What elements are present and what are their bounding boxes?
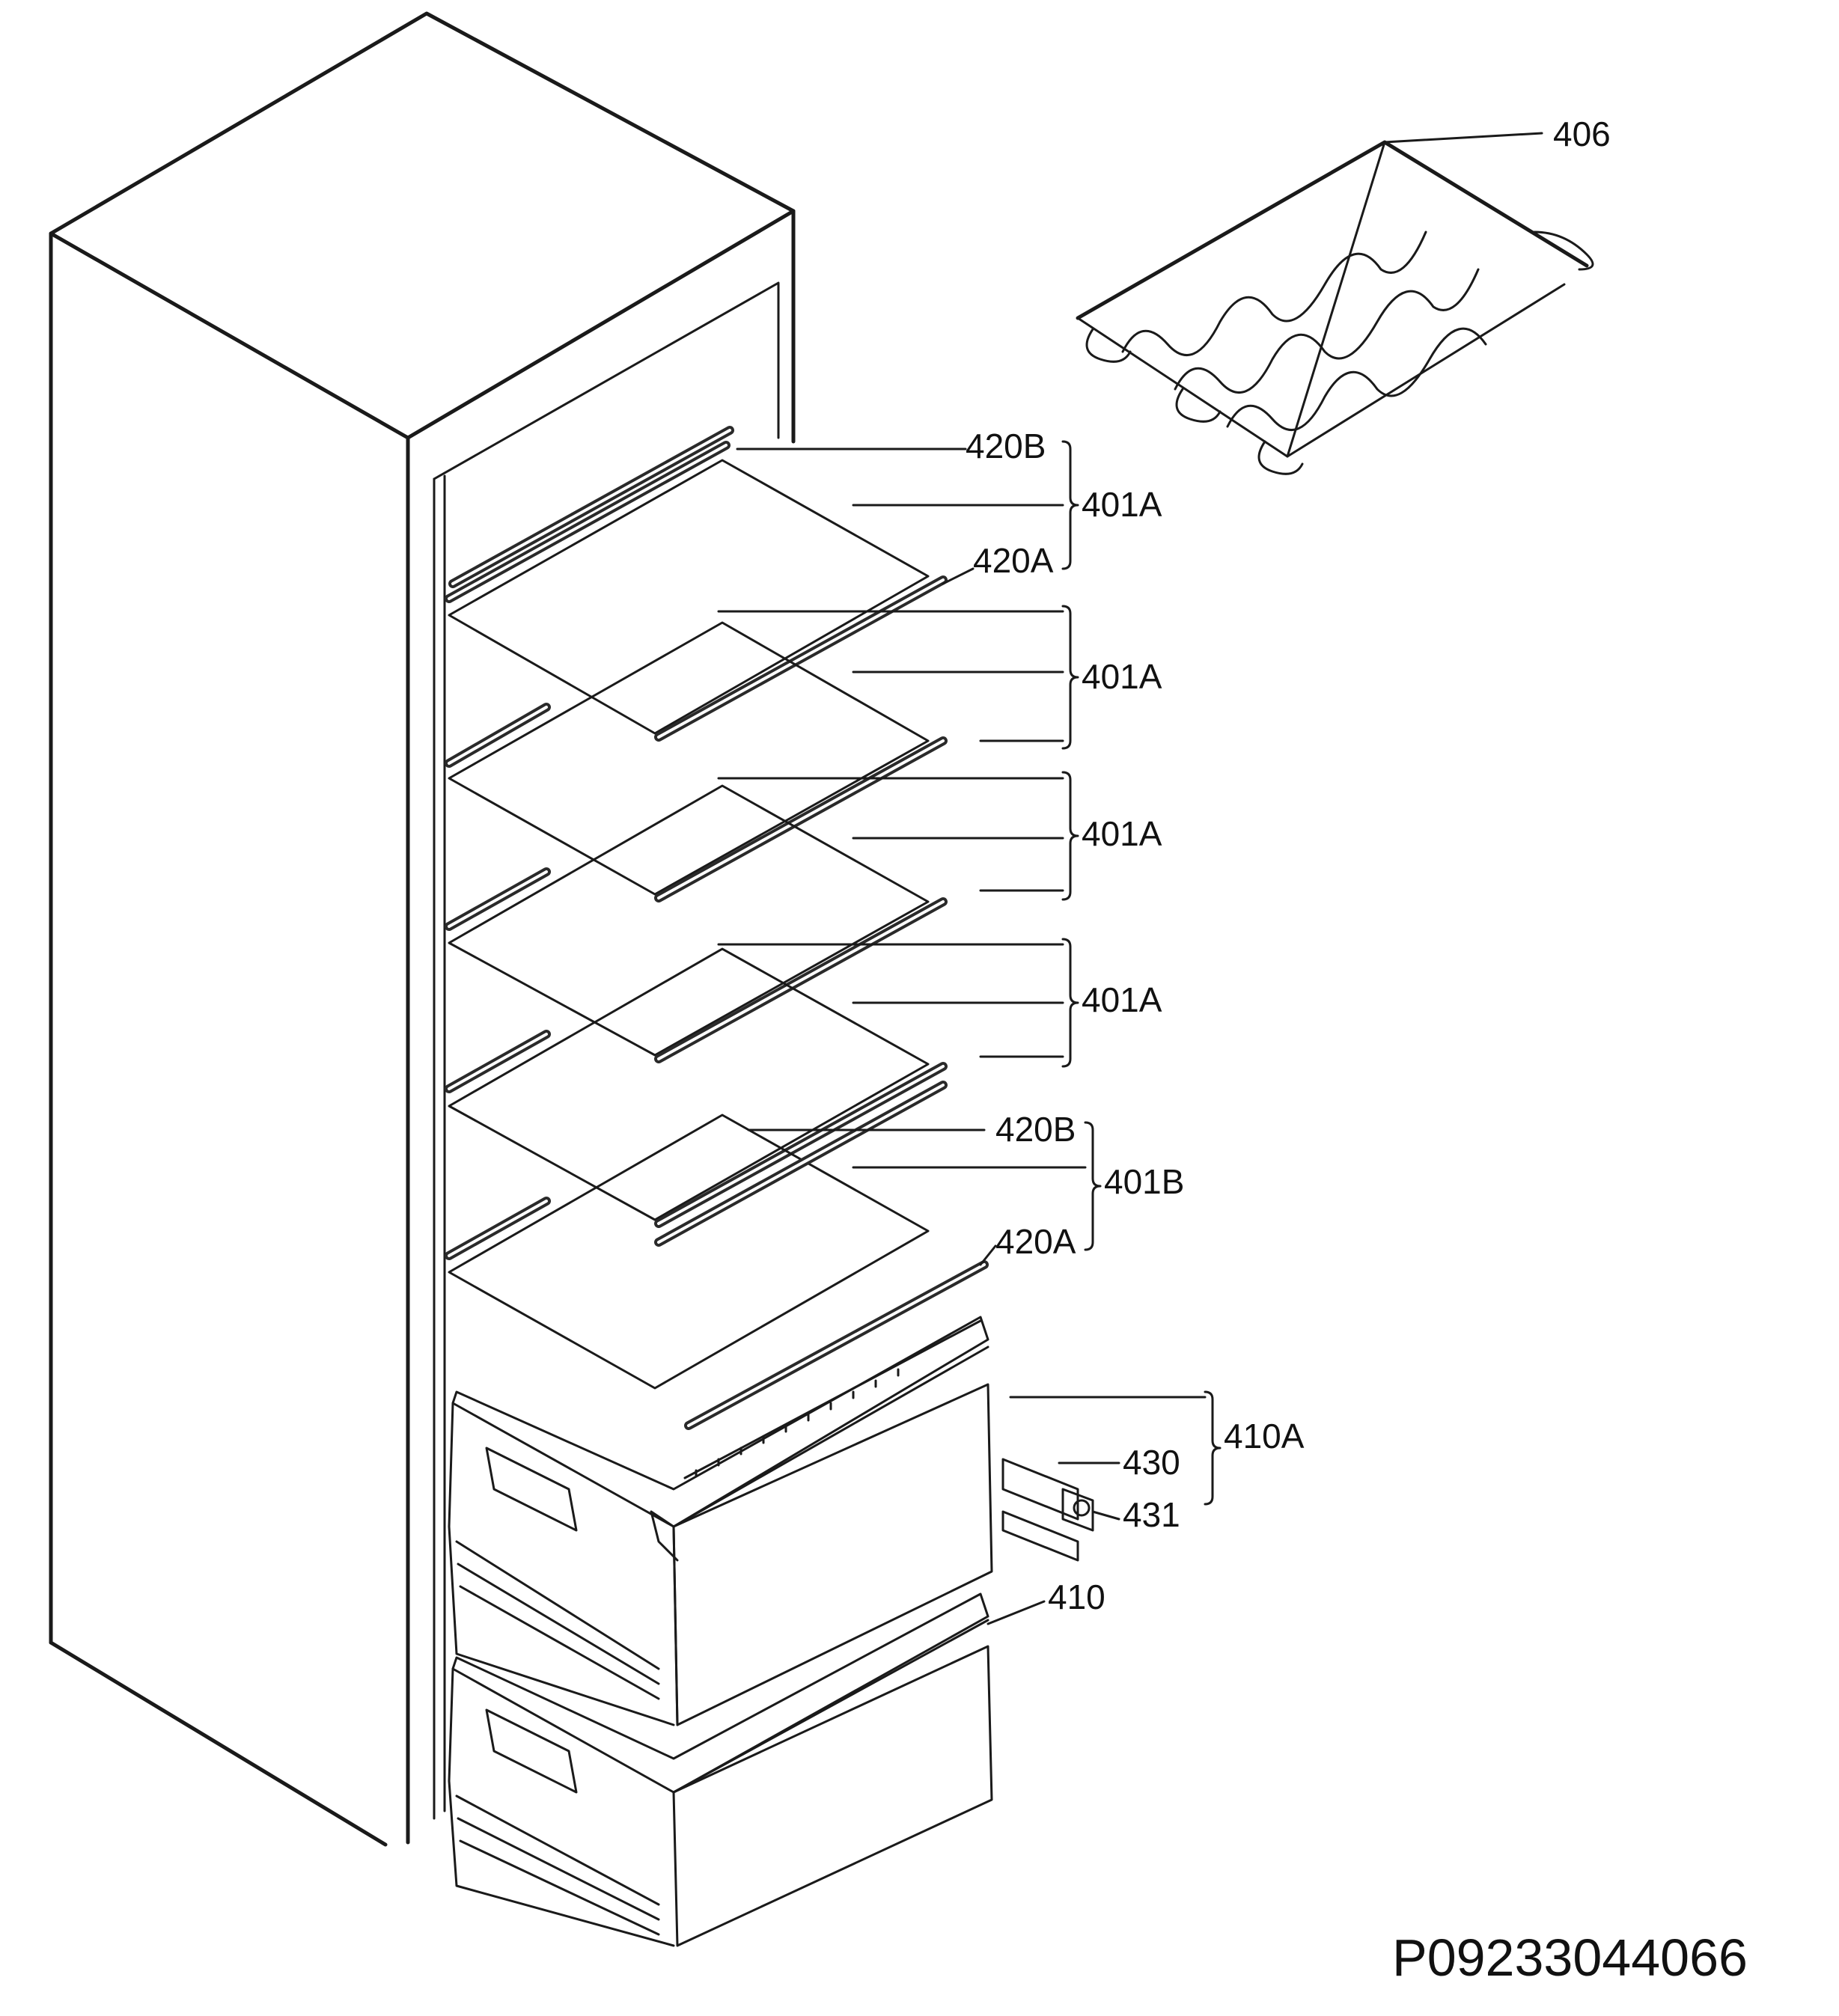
label-431: 431 [1123,1495,1180,1534]
label-420a-bottom: 420A [995,1222,1076,1261]
label-406: 406 [1553,114,1611,153]
label-401a-1: 401A [1082,485,1162,524]
fridge-cabinet [49,11,796,1847]
label-430: 430 [1123,1443,1180,1482]
wine-rack [1076,140,1594,475]
shelf-1 [445,426,948,742]
drawer-rail [1001,1458,1094,1562]
label-401a-2: 401A [1082,657,1162,696]
shelf-4 [445,947,948,1228]
label-420b-top: 420B [966,427,1046,465]
group-braces [1061,440,1222,1506]
shelf-2 [445,621,948,902]
shelf-5 [445,1081,989,1430]
label-410a: 410A [1224,1417,1305,1456]
label-401b: 401B [1104,1162,1184,1201]
callout-labels: 406 420B 401A 420A 401A 401A 401A 420B 4… [966,114,1748,1987]
label-401a-4: 401A [1082,980,1162,1019]
drawing-code: P09233044066 [1392,1928,1748,1987]
drawer-lower [448,1592,993,1947]
drawer-upper [448,1316,993,1726]
shelf-3 [445,784,948,1063]
leader-lines [717,132,1543,1625]
label-420b-bottom: 420B [995,1110,1076,1149]
label-420a-top: 420A [973,541,1054,580]
label-410: 410 [1048,1577,1105,1616]
glass-shelves [445,426,989,1430]
label-401a-3: 401A [1082,814,1162,853]
drawers [448,1316,1094,1947]
